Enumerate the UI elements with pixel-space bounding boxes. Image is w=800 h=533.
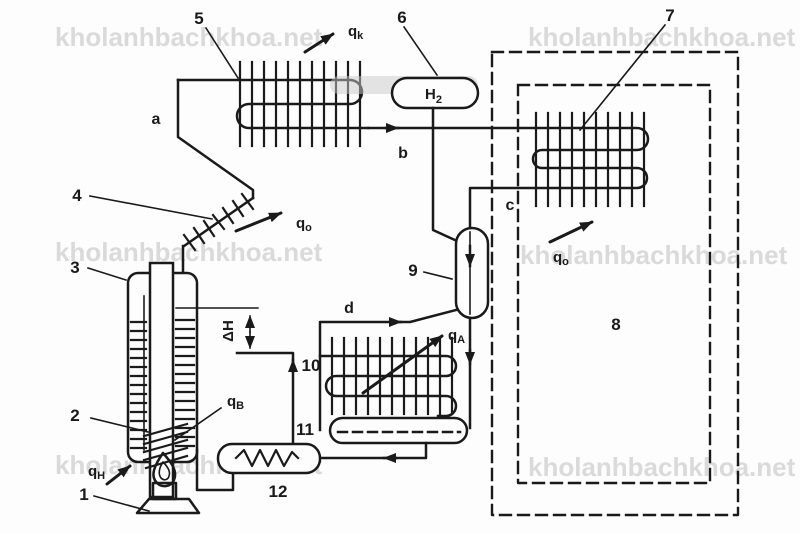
gas-heat-exchanger-9 (454, 226, 490, 430)
pipe-a (176, 78, 255, 278)
label-12: 12 (269, 482, 288, 501)
label-b: b (398, 145, 408, 162)
label-3: 3 (70, 258, 79, 277)
leader-7 (578, 23, 667, 132)
qo-right-heat-arrow (548, 220, 594, 244)
leader-1 (93, 495, 150, 512)
label-a: a (152, 111, 161, 128)
leader-2 (90, 417, 149, 433)
watermark-text: kholanhbachkhoa.net (55, 22, 323, 52)
leader-9 (423, 271, 453, 280)
ghx-vessel-body (454, 226, 490, 320)
qk-heat-arrow (303, 32, 335, 54)
evaporator-fins (534, 111, 646, 208)
leader-lines (86, 23, 667, 512)
h2-down-pipe (431, 106, 459, 243)
leader-6 (402, 25, 439, 77)
label-c: c (506, 197, 515, 214)
watermarks: kholanhbachkhoa.net kholanhbachkhoa.net … (55, 22, 796, 482)
h2-label: H2 (425, 86, 442, 106)
label-10: 10 (302, 356, 321, 375)
shx-coil-zigzag (234, 448, 300, 468)
label-4: 4 (72, 186, 82, 205)
label-7: 7 (665, 6, 674, 25)
heating-coil-2 (142, 422, 189, 470)
burner-flame-icon (152, 451, 177, 488)
label-qh: qH (88, 463, 105, 482)
burner-base (135, 497, 201, 515)
label-qa: qA (448, 327, 465, 346)
h2-vessel-body (390, 76, 480, 110)
pipe-a-run (176, 78, 255, 200)
qa-heat-arrow (361, 334, 444, 395)
watermark-text: kholanhbachkhoa.net (520, 240, 788, 270)
label-5: 5 (194, 9, 203, 28)
hydrogen-reservoir-6: H2 (390, 76, 480, 243)
leader-4 (89, 195, 213, 220)
cabinet-outer-wall (490, 50, 740, 517)
label-9: 9 (408, 261, 417, 280)
generator-3 (126, 261, 259, 499)
absorber-coil-10 (318, 336, 458, 418)
shx-vessel-body (216, 442, 322, 475)
generator-liquid-hatch-left (129, 320, 148, 450)
pipe-d (235, 308, 458, 446)
pipe-b-and-evaporator-tube (366, 126, 650, 229)
absorber-tube (318, 354, 458, 418)
watermark-text: kholanhbachkhoa.net (528, 452, 796, 482)
pipe-generator-to-shx (195, 448, 235, 492)
condenser-coil-5 (176, 60, 370, 148)
qo-left-heat-arrow (234, 211, 283, 233)
cabinet-inner-wall (516, 83, 712, 485)
qh-heat-arrow (105, 464, 132, 486)
label-delta-h: ΔH (220, 320, 237, 342)
pipe-riser-from-shx (235, 351, 295, 446)
leader-3 (86, 266, 128, 282)
burner-1 (135, 451, 201, 515)
solution-heat-exchanger-12 (216, 442, 322, 475)
labels: 1 2 3 4 5 6 7 8 9 10 11 12 a b c d qk qo… (70, 6, 674, 504)
burner-flame-inner (158, 461, 171, 481)
label-8: 8 (611, 315, 620, 334)
label-qk: qk (348, 23, 364, 42)
label-qo-right: qo (553, 249, 569, 268)
qb-leader-line (173, 406, 223, 442)
label-11: 11 (296, 420, 314, 439)
finned-pipe-4-ticks (182, 192, 255, 252)
generator-liquid-hatch-right (174, 318, 196, 448)
evaporator-coil-7 (366, 111, 650, 229)
label-1: 1 (79, 485, 88, 504)
watermark-text: kholanhbachkhoa.net (528, 22, 796, 52)
label-qo-left: qo (296, 215, 312, 234)
pipe-11-to-12 (319, 441, 428, 460)
label-6: 6 (397, 8, 406, 27)
absorber-vessel-body (328, 416, 469, 445)
label-2: 2 (70, 406, 79, 425)
heat-arrows (105, 32, 594, 486)
label-qb: qB (227, 393, 244, 412)
label-d: d (344, 300, 354, 317)
leader-5 (204, 26, 240, 80)
refrigerated-cabinet-8 (490, 50, 740, 517)
absorber-vessel-11 (319, 416, 469, 463)
pipe-d-run (318, 308, 458, 432)
